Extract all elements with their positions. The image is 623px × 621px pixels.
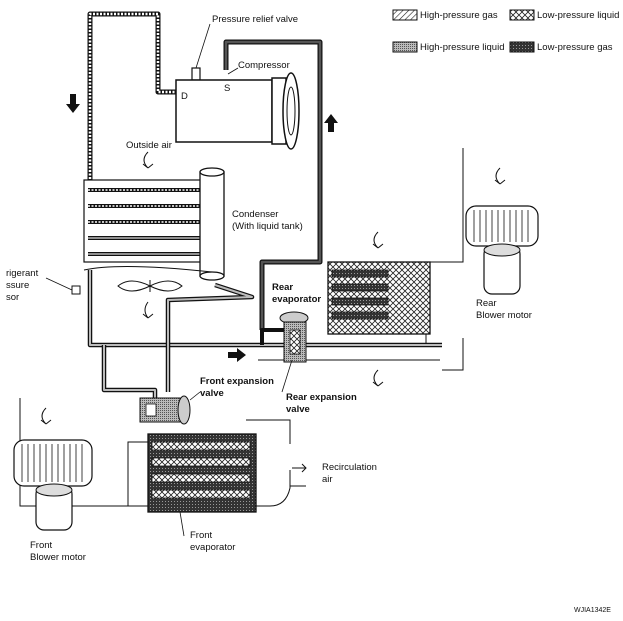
- outside-air-arrow-icon: [142, 151, 154, 169]
- discharge-line: [87, 11, 185, 185]
- suction-port-label: S: [224, 83, 230, 94]
- legend-hp-liquid-label: High-pressure liquid: [420, 42, 504, 53]
- legend: High-pressure gas Low-pressure liquid Hi…: [392, 9, 619, 53]
- refrigerant-pressure-sensor-icon: [71, 285, 81, 295]
- legend-hp-gas-swatch: [392, 9, 418, 21]
- condenser-sublabel: (With liquid tank): [232, 221, 303, 232]
- front-blower-sublabel: Blower motor: [30, 552, 86, 563]
- liquid-tank: [199, 171, 225, 277]
- pressure-relief-valve-label: Pressure relief valve: [212, 14, 298, 25]
- pressure-relief-valve-icon: [191, 67, 201, 81]
- legend-hp-liquid-swatch: [392, 41, 418, 53]
- rear-blower-motor-icon: [465, 205, 539, 295]
- front-blower-motor-icon: [13, 439, 93, 531]
- legend-lp-liquid-swatch: [509, 9, 535, 21]
- rear-expansion-valve-sublabel: valve: [286, 404, 310, 415]
- sensor-label-2: ssure: [6, 280, 29, 291]
- refrigerant-lines: [87, 11, 442, 405]
- rear-expansion-valve: [279, 311, 309, 393]
- flow-arrow-up-icon: [324, 114, 338, 132]
- rear-expansion-valve-label: Rear expansion: [286, 392, 357, 403]
- rear-evaporator: [327, 261, 431, 335]
- recirculation-air-sublabel: air: [322, 474, 333, 485]
- figure-code: WJIA1342E: [574, 607, 611, 614]
- sensor-label-3: sor: [6, 292, 19, 303]
- legend-lp-gas-label: Low-pressure gas: [537, 42, 613, 53]
- front-expansion-valve-sublabel: valve: [200, 388, 224, 399]
- compressor-label: Compressor: [238, 60, 290, 71]
- outside-air-label: Outside air: [126, 140, 172, 151]
- front-evaporator-label: Front: [190, 530, 213, 541]
- front-expansion-valve-label: Front expansion: [200, 376, 274, 387]
- front-evaporator-sublabel: evaporator: [190, 542, 235, 553]
- flow-arrow-right-icon: [228, 348, 246, 362]
- sensor-label-1: rigerant: [6, 268, 39, 279]
- condenser-label: Condenser: [232, 209, 278, 220]
- front-blower-label: Front: [30, 540, 53, 551]
- rear-evaporator-sublabel: evaporator: [272, 294, 321, 305]
- rear-blower-sublabel: Blower motor: [476, 310, 532, 321]
- legend-hp-gas-label: High-pressure gas: [420, 10, 498, 21]
- rear-blower-label: Rear: [476, 298, 497, 309]
- discharge-port-label: D: [181, 91, 188, 102]
- legend-lp-liquid-label: Low-pressure liquid: [537, 10, 619, 21]
- flow-arrow-down-icon: [66, 94, 80, 113]
- front-expansion-valve: [139, 391, 201, 425]
- legend-lp-gas-swatch: [509, 41, 535, 53]
- rear-evaporator-label: Rear: [272, 282, 293, 293]
- compressor: [175, 23, 300, 150]
- recirculation-air-label: Recirculation: [322, 462, 377, 473]
- condenser: [83, 167, 225, 319]
- front-evaporator: [147, 433, 257, 537]
